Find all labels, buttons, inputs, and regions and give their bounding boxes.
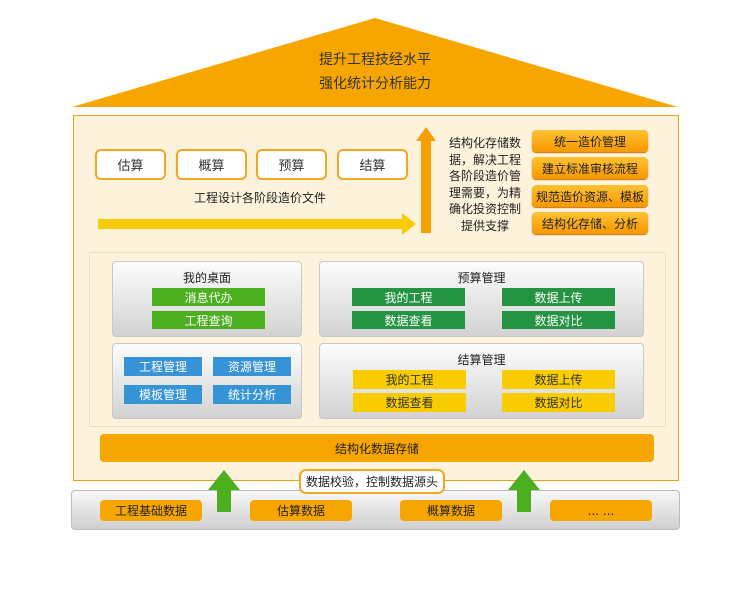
- validation-label: 数据校验，控制数据源头: [299, 469, 445, 494]
- data-source: 工程基础数据: [100, 500, 202, 521]
- benefit-3: 规范造价资源、模板: [532, 185, 648, 207]
- side-description: 结构化存储数据，解决工程各阶段造价管理需要，为精确化投资控制提供支撑: [448, 136, 521, 233]
- budget-item: 数据对比: [502, 311, 615, 329]
- settle-title: 结算管理: [457, 353, 506, 367]
- tools-item: 模板管理: [124, 385, 202, 404]
- budget-item: 数据上传: [502, 288, 615, 306]
- benefit-1: 统一造价管理: [532, 130, 648, 152]
- data-source: 概算数据: [400, 500, 502, 521]
- storage-bar: 结构化数据存储: [100, 434, 654, 462]
- modules-region: [89, 252, 666, 427]
- stage-rough: 概算: [176, 149, 247, 180]
- data-source: ... ...: [550, 500, 652, 521]
- tools-card: [112, 343, 302, 419]
- settle-item: 数据上传: [502, 370, 615, 389]
- benefit-2: 建立标准审核流程: [532, 157, 648, 179]
- tools-item: 统计分析: [213, 385, 291, 404]
- budget-item: 我的工程: [352, 288, 465, 306]
- desk-title: 我的桌面: [182, 271, 231, 285]
- stage-estimate: 估算: [95, 149, 166, 180]
- roof-triangle: [72, 18, 678, 107]
- settle-item: 数据查看: [353, 393, 466, 412]
- tools-item: 资源管理: [213, 357, 291, 376]
- settle-item: 我的工程: [353, 370, 466, 389]
- tools-item: 工程管理: [124, 357, 202, 376]
- benefit-4: 结构化存储、分析: [532, 212, 648, 234]
- budget-title: 预算管理: [457, 271, 506, 285]
- budget-item: 数据查看: [352, 311, 465, 329]
- stage-caption: 工程设计各阶段造价文件: [193, 191, 326, 205]
- stage-settle: 结算: [337, 149, 408, 180]
- roof-line-2: 强化统计分析能力: [319, 76, 431, 92]
- data-source: 估算数据: [250, 500, 352, 521]
- roof-line-1: 提升工程技经水平: [319, 52, 431, 68]
- desk-item: 工程查询: [152, 311, 265, 329]
- settle-item: 数据对比: [502, 393, 615, 412]
- stage-budget: 预算: [256, 149, 327, 180]
- desk-item: 消息代办: [152, 288, 265, 306]
